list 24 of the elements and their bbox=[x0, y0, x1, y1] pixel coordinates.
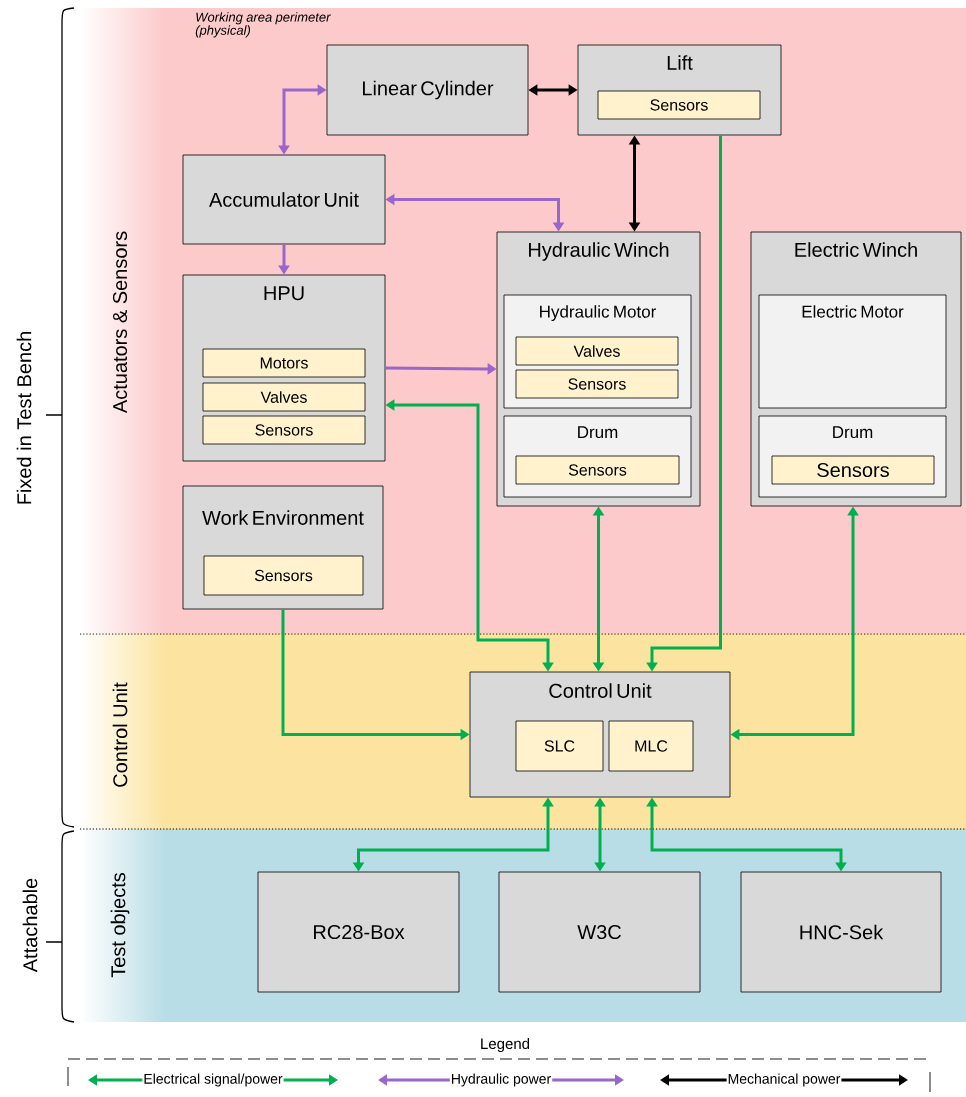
sensor-box: Motors bbox=[202, 348, 366, 378]
sensor-box: Sensors bbox=[515, 369, 679, 399]
component-box: Accumulator Unit bbox=[182, 154, 386, 245]
legend-text: Mechanical power bbox=[726, 1072, 842, 1088]
legend-text: Hydraulic power bbox=[449, 1072, 553, 1088]
sensor-box: SLC bbox=[515, 720, 604, 772]
component-box: W3C bbox=[498, 871, 701, 993]
sensor-box: Valves bbox=[202, 382, 366, 412]
component-box: Linear Cylinder bbox=[326, 44, 529, 136]
sensor-box: Sensors bbox=[771, 455, 935, 485]
sensor-box: Sensors bbox=[203, 555, 364, 596]
sensor-box: MLC bbox=[608, 720, 694, 772]
subcomponent-box: Electric Motor bbox=[758, 294, 947, 409]
bracket-label: Attachable bbox=[22, 878, 38, 973]
component-box: RC28-Box bbox=[257, 871, 460, 993]
legend-title: Legend bbox=[481, 1038, 530, 1052]
sensor-box: Sensors bbox=[202, 415, 366, 445]
sensor-box: Sensors bbox=[597, 90, 761, 120]
component-box: HNC-Sek bbox=[740, 871, 942, 993]
note-text: Working area perimeter (physical) bbox=[195, 12, 331, 38]
sensor-box: Valves bbox=[515, 336, 679, 366]
sensor-box: Sensors bbox=[515, 455, 680, 485]
legend-text: Electrical signal/power bbox=[142, 1072, 284, 1088]
bracket-label: Fixed in Test Bench bbox=[16, 332, 32, 504]
